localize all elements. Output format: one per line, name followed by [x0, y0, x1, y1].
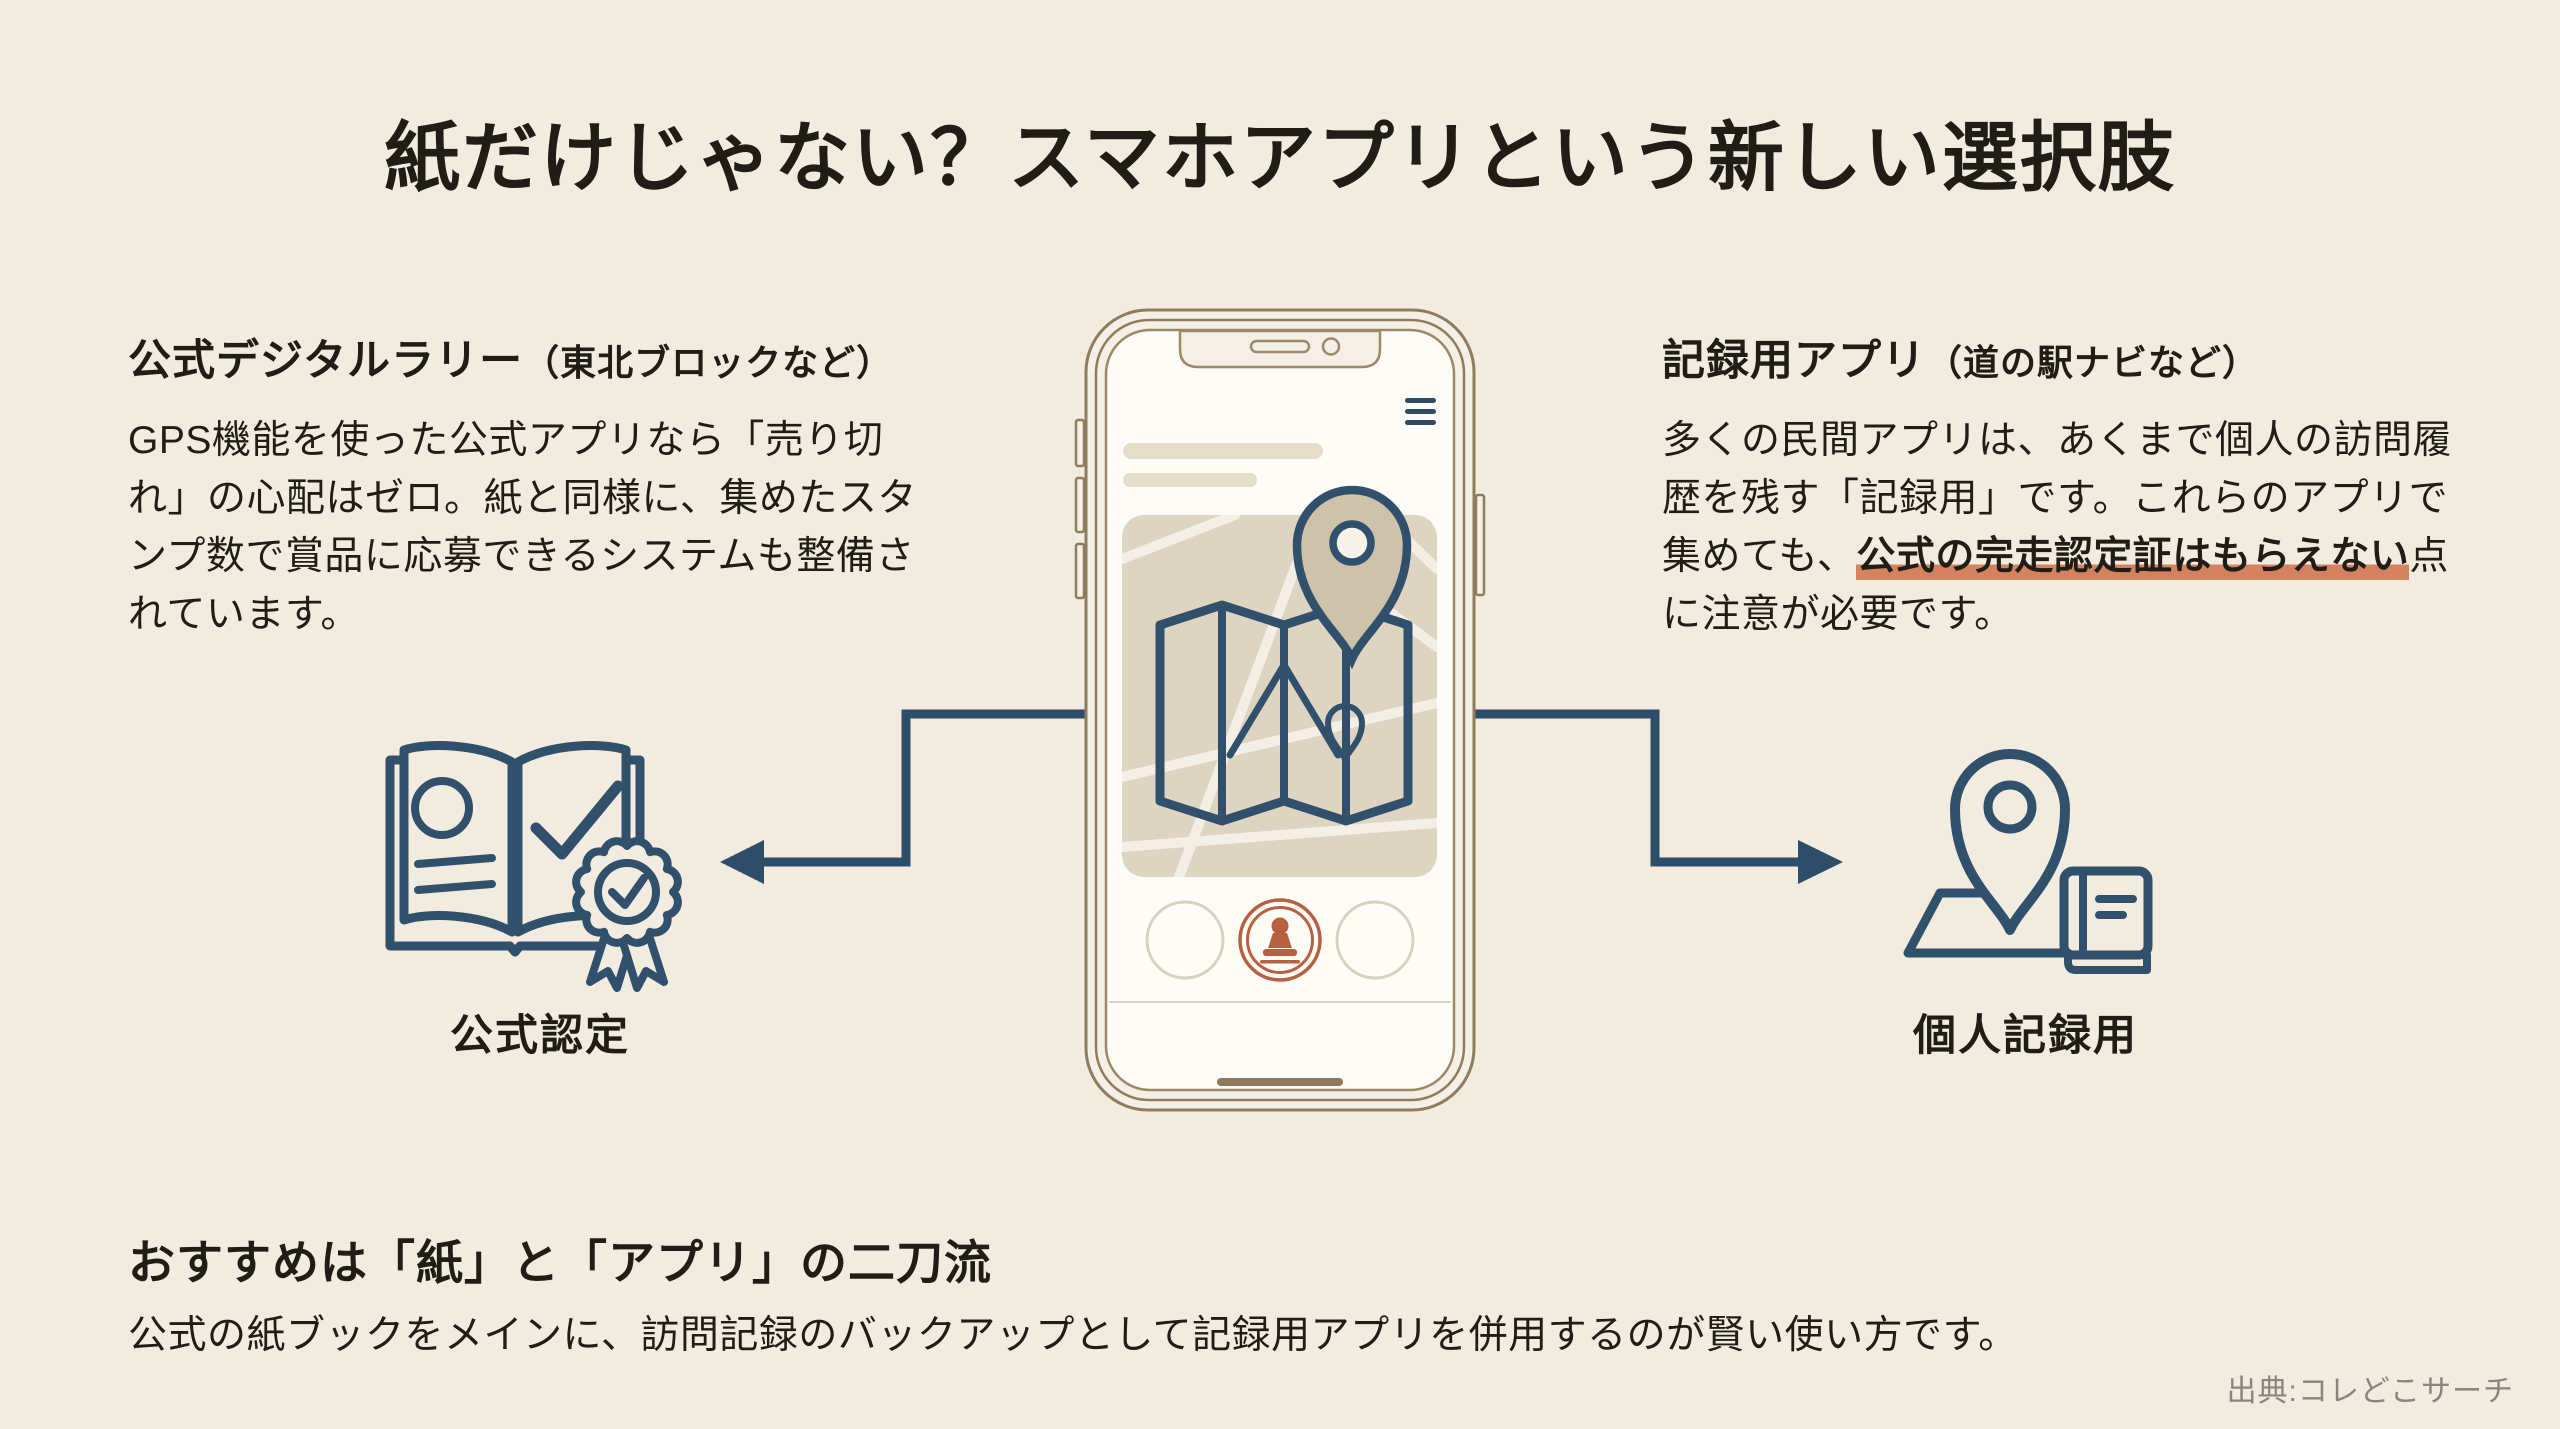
bottom-heading: おすすめは「紙」と「アプリ」の二刀流 — [128, 1236, 992, 1289]
left-arrow — [720, 709, 1100, 884]
notebook-icon — [2059, 866, 2153, 974]
body-text: 点に注意が必要です。 — [1662, 535, 2449, 636]
empty-stamp-slot — [1145, 900, 1225, 980]
phone-inner-frame — [1094, 318, 1466, 1102]
left-column-body: GPS機能を使った公式アプリなら「売り切れ」の心配はゼロ。紙と同様に、集めたスタ… — [128, 419, 917, 636]
page-photo-circle — [411, 777, 473, 839]
text-placeholder-bars — [1123, 443, 1323, 487]
highlighted-text: 公式の完走認定証はもらえない — [1856, 535, 2410, 580]
right-column-body: 多くの民間アプリは、あくまで個人の訪問履歴を残す「記録用」です。これらのアプリで… — [1662, 412, 2472, 644]
left-heading-main: 公式デジタルラリー — [128, 337, 524, 385]
hamburger-menu-icon — [1405, 398, 1436, 425]
stamp-slot-row — [1145, 898, 1415, 982]
page-title: 紙だけじゃない？スマホアプリという新しい選択肢 — [384, 116, 2176, 201]
left-arrowhead — [720, 840, 764, 884]
left-diagram-label: 公式認定 — [450, 1012, 630, 1060]
right-arrow — [1460, 709, 1843, 884]
left-heading-note: （東北ブロックなど） — [523, 342, 894, 383]
camera-icon — [1321, 337, 1341, 356]
left-column-heading: 公式デジタルラリー（東北ブロックなど） — [128, 326, 938, 388]
checkmark — [530, 780, 624, 860]
right-heading-main: 記録用アプリ — [1662, 337, 1926, 385]
page-text-lines — [414, 854, 496, 894]
bottom-body: 公式の紙ブックをメインに、訪問記録のバックアップとして記録用アプリを併用するのが… — [128, 1314, 2018, 1357]
home-indicator — [1217, 1078, 1343, 1086]
left-column: 公式デジタルラリー（東北ブロックなど） GPS機能を使った公式アプリなら「売り切… — [128, 326, 938, 644]
right-arrowhead — [1798, 840, 1843, 884]
location-pin-icon — [1292, 485, 1412, 670]
personal-record-icon — [1903, 749, 2153, 974]
right-column: 記録用アプリ（道の駅ナビなど） 多くの民間アプリは、あくまで個人の訪問履歴を残す… — [1662, 326, 2472, 644]
book-left-page — [399, 741, 517, 937]
phone-notch — [1178, 329, 1382, 369]
phone-side-buttons — [1074, 418, 1486, 600]
certification-book-icon — [385, 741, 682, 992]
right-heading-note: （道の駅ナビなど） — [1926, 342, 2260, 383]
speaker-icon — [1249, 339, 1311, 354]
book-cover — [385, 755, 645, 957]
empty-stamp-slot — [1335, 900, 1415, 980]
smartphone-illustration — [1074, 308, 1486, 1112]
right-diagram-label: 個人記録用 — [1913, 1012, 2138, 1060]
source-note: 出典:コレどこサーチ — [2226, 1375, 2514, 1408]
folded-map-icon — [1155, 600, 1413, 826]
stamp-button-icon — [1238, 898, 1322, 982]
right-column-heading: 記録用アプリ（道の駅ナビなど） — [1662, 326, 2472, 388]
rosette-checkmark — [608, 874, 648, 909]
rosette-inner-circle — [594, 859, 660, 925]
map-sheet — [1903, 888, 2077, 958]
big-pin-icon — [1950, 749, 2070, 935]
map-card — [1122, 485, 1437, 877]
body-text: 多くの民間アプリは、あくまで個人の訪問履歴を残す「記録用」です。これらのアプリで… — [1662, 419, 2453, 578]
pin-trail — [1324, 672, 1366, 790]
